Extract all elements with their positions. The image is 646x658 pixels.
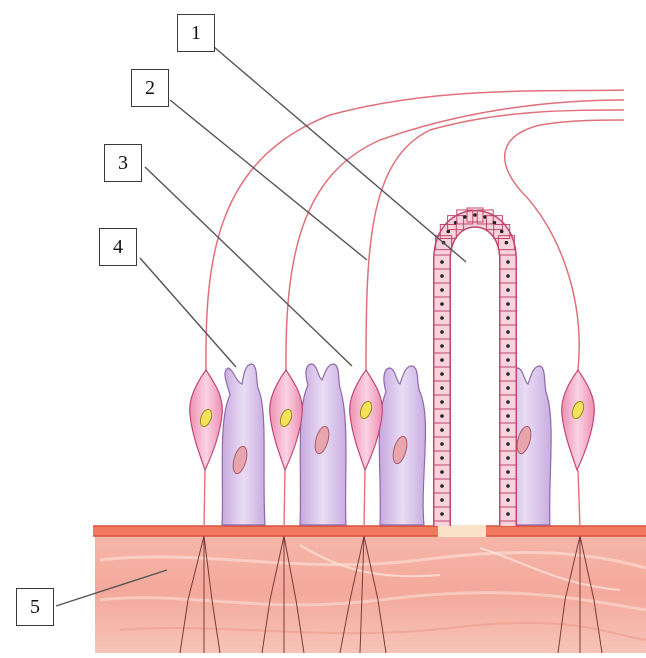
gland-cell-nucleus: [506, 288, 510, 292]
gland-cell-nucleus: [500, 230, 504, 234]
callout-label-2: 2: [131, 69, 169, 107]
gland-cell-nucleus: [506, 414, 510, 418]
gland-cell-nucleus: [506, 470, 510, 474]
gland-cell-nucleus: [506, 316, 510, 320]
gland-cell-nucleus: [506, 344, 510, 348]
callout-text-3: 3: [118, 152, 128, 175]
gland-cell-nucleus: [506, 428, 510, 432]
basement-membrane: [93, 525, 646, 537]
gland-cell-nucleus: [506, 442, 510, 446]
gland-cell-nucleus: [440, 512, 444, 516]
gland-cell-nucleus: [506, 484, 510, 488]
gland-cell-nucleus: [506, 302, 510, 306]
callout-text-5: 5: [30, 596, 40, 619]
gland-cell-nucleus: [440, 288, 444, 292]
callout-text-4: 4: [113, 236, 123, 259]
gland-cell-nucleus: [506, 330, 510, 334]
gland-cell-nucleus: [506, 512, 510, 516]
connective-tissue: [95, 532, 646, 653]
gland-cell-nucleus: [506, 400, 510, 404]
callout-label-1: 1: [177, 14, 215, 52]
callout-text-1: 1: [191, 22, 201, 45]
gland-cell-nucleus: [493, 221, 497, 225]
callout-label-3: 3: [104, 144, 142, 182]
gland-cell-nucleus: [440, 498, 444, 502]
gland-cell-nucleus: [506, 372, 510, 376]
olfactory-neuron: [350, 370, 383, 470]
gland-cell-nucleus: [440, 400, 444, 404]
gland-cell-nucleus: [505, 241, 509, 245]
supporting-cell: [222, 364, 265, 525]
gland-cell-nucleus: [440, 274, 444, 278]
gland-cell-nucleus: [506, 456, 510, 460]
gland-cell-nucleus: [440, 428, 444, 432]
gland-cell-nucleus: [506, 358, 510, 362]
gland-cell-nucleus: [506, 260, 510, 264]
callout-text-2: 2: [145, 77, 155, 100]
gland-cell-nucleus: [440, 470, 444, 474]
olfactory-neuron: [562, 370, 595, 470]
gland-cell-nucleus: [463, 215, 467, 219]
callout-label-4: 4: [99, 228, 137, 266]
gland-cell-nucleus: [440, 442, 444, 446]
gland-cell-nucleus: [440, 372, 444, 376]
nerve-fibers: [206, 90, 624, 370]
gland-cell-nucleus: [473, 213, 477, 217]
gland-cell-nucleus: [440, 414, 444, 418]
gland-cell-nucleus: [440, 316, 444, 320]
olfactory-gland: [434, 208, 516, 526]
gland-cell-nucleus: [440, 330, 444, 334]
gland-cell-nucleus: [447, 230, 451, 234]
gland-cell-nucleus: [440, 386, 444, 390]
gland-cell-nucleus: [440, 456, 444, 460]
gland-cell-nucleus: [506, 498, 510, 502]
gland-cell-nucleus: [440, 344, 444, 348]
gland-cell-nucleus: [440, 302, 444, 306]
gland-cell-nucleus: [440, 260, 444, 264]
gland-cell-nucleus: [440, 484, 444, 488]
callout-label-5: 5: [16, 588, 54, 626]
gland-cell-nucleus: [440, 358, 444, 362]
gland-cell-nucleus: [506, 386, 510, 390]
gland-cell-nucleus: [506, 274, 510, 278]
